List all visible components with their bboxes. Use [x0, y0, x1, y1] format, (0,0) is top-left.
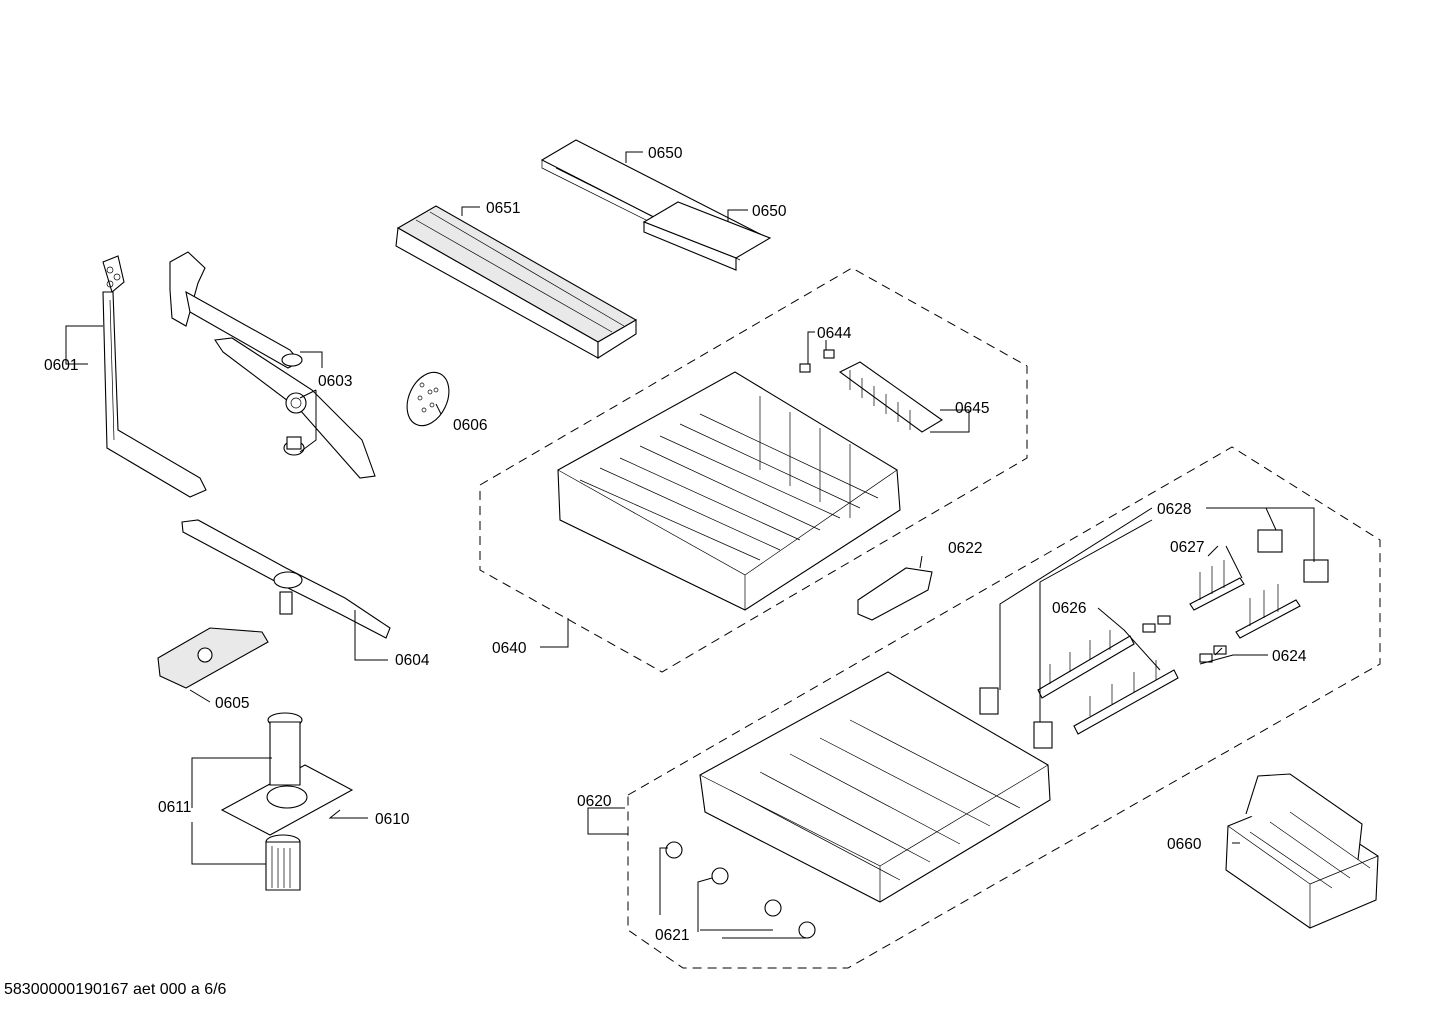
callout-0626: 0626 — [1052, 600, 1086, 617]
part-0603-upper-spray-arm — [169, 251, 376, 479]
callout-0640: 0640 — [492, 640, 527, 657]
callout-0660: 0660 — [1167, 836, 1202, 853]
part-0651-cutlery-tray — [395, 205, 638, 359]
part-0604-lower-spray-arm — [181, 519, 391, 639]
callout-0606: 0606 — [453, 417, 487, 434]
callout-0620: 0620 — [577, 793, 612, 810]
callout-0651: 0651 — [486, 200, 520, 217]
callout-0650-upper: 0650 — [648, 145, 683, 162]
lower-basket-assembly-outline — [627, 446, 1381, 969]
part-0627-tine-racks — [1189, 560, 1301, 639]
callout-0650-lower: 0650 — [752, 203, 787, 220]
part-0650-tray-insert-lower — [642, 201, 772, 271]
part-0606-filter-disc — [406, 371, 450, 427]
upper-basket-assembly-outline — [479, 267, 1028, 673]
callout-0627: 0627 — [1170, 539, 1204, 556]
part-0605-micro-filter-plate — [157, 627, 269, 689]
part-0644-clips — [799, 349, 835, 373]
part-0611-filter-cylinders — [265, 712, 303, 891]
part-0622-handle — [857, 567, 933, 621]
callout-labels: 0601 0603 0604 0605 0606 0610 0611 0620 … — [44, 145, 1307, 944]
callout-0604: 0604 — [395, 652, 430, 669]
callout-0611: 0611 — [158, 799, 191, 816]
document-id-footer: 58300000190167 aet 000 a 6/6 — [4, 981, 227, 998]
callout-0644: 0644 — [817, 325, 852, 342]
part-0621-wheels — [665, 841, 816, 939]
callout-0603: 0603 — [318, 373, 352, 390]
part-0601-supply-pipe — [102, 255, 207, 498]
callout-0622: 0622 — [948, 540, 982, 557]
part-0624-clips — [1142, 615, 1227, 663]
callout-0624: 0624 — [1272, 648, 1307, 665]
callout-0621: 0621 — [655, 927, 689, 944]
part-0628-hinges — [979, 529, 1329, 749]
callout-0605: 0605 — [215, 695, 249, 712]
callout-0628: 0628 — [1157, 501, 1191, 518]
part-0626-tine-rows — [1037, 630, 1179, 735]
leader-lines — [65, 151, 1315, 939]
part-0620-lower-basket — [699, 671, 1051, 903]
part-0640-upper-basket — [557, 371, 901, 611]
callout-0610: 0610 — [375, 811, 410, 828]
part-0660-cutlery-basket — [1225, 773, 1379, 929]
callout-0601: 0601 — [44, 357, 78, 374]
callout-0645: 0645 — [955, 400, 989, 417]
part-0645-tine-rack — [838, 361, 944, 433]
